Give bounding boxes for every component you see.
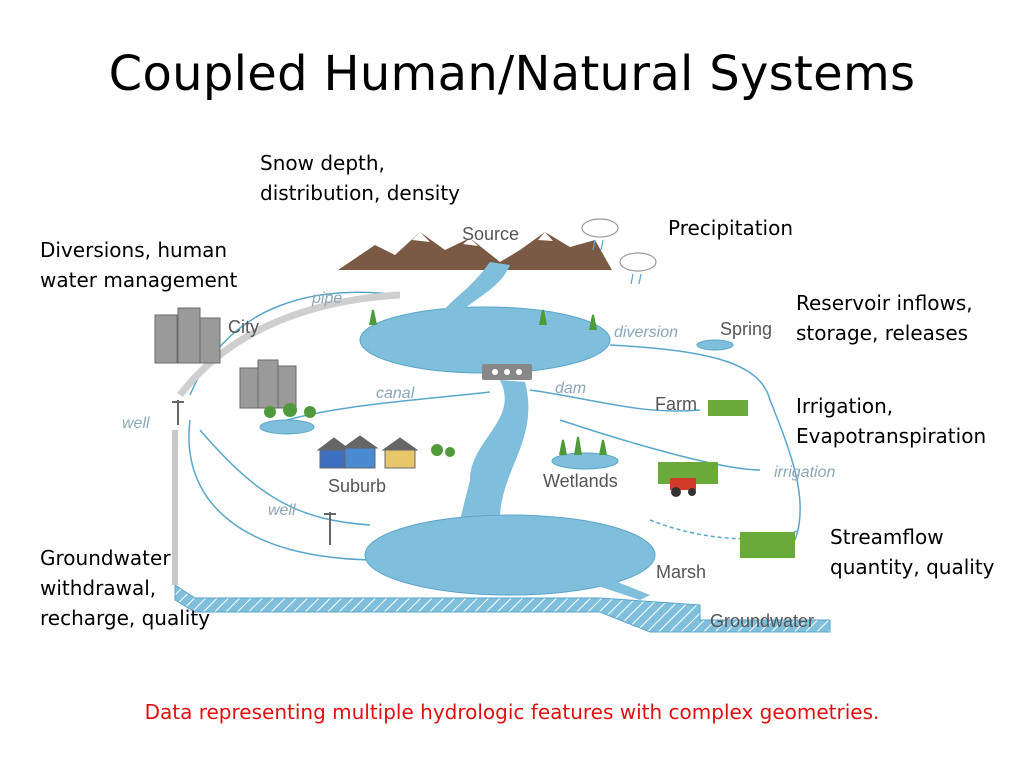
label-canal: canal [376, 385, 415, 402]
crops-icon [658, 400, 795, 558]
lower-lake [364, 514, 656, 596]
well-icon [172, 400, 336, 545]
label-groundwater: Groundwater [710, 611, 814, 631]
label-dam: dam [555, 380, 586, 397]
lower-loop [188, 419, 381, 561]
cloud-icon [581, 218, 657, 285]
city-buildings-icon [154, 307, 297, 409]
caption-diversions: Diversions, human water management [40, 238, 238, 292]
label-city: City [228, 317, 259, 337]
label-suburb: Suburb [328, 476, 386, 496]
label-irrigation: irrigation [774, 464, 835, 481]
marsh-outlet [595, 575, 650, 600]
label-spring: Spring [720, 319, 772, 339]
mountain-range [338, 232, 612, 270]
wetlands-pond [551, 452, 619, 470]
label-wetlands: Wetlands [543, 471, 618, 491]
vegetation-icon [264, 309, 607, 457]
caption-irrigation: Irrigation, Evapotranspiration [796, 394, 987, 448]
river [460, 380, 529, 520]
label-farm: Farm [655, 394, 697, 414]
tractor-icon [670, 478, 696, 497]
spring-pond [696, 339, 734, 351]
label-diversion: diversion [614, 324, 678, 341]
footer-note: Data representing multiple hydrologic fe… [144, 700, 880, 724]
pipe-line [177, 291, 401, 398]
label-well-bottom: well [268, 502, 296, 519]
label-pipe: pipe [311, 290, 342, 307]
source-stream [440, 262, 510, 318]
label-well-top: well [122, 415, 150, 432]
groundwater-band [174, 584, 831, 633]
caption-precipitation: Precipitation [668, 216, 794, 240]
label-source: Source [462, 224, 519, 244]
caption-streamflow: Streamflow quantity, quality [830, 525, 995, 579]
caption-snow: Snow depth, distribution, density [260, 151, 461, 205]
label-marsh: Marsh [656, 562, 706, 582]
caption-reservoir: Reservoir inflows, storage, releases [796, 291, 973, 345]
city-pond [259, 419, 315, 435]
farm-loop [529, 389, 761, 471]
reservoir [359, 306, 611, 374]
slide-title: Coupled Human/Natural Systems [108, 46, 916, 102]
suburb-houses-icon [316, 435, 419, 469]
caption-groundwater: Groundwater withdrawal, recharge, qualit… [40, 546, 211, 630]
canal-line [269, 391, 491, 426]
